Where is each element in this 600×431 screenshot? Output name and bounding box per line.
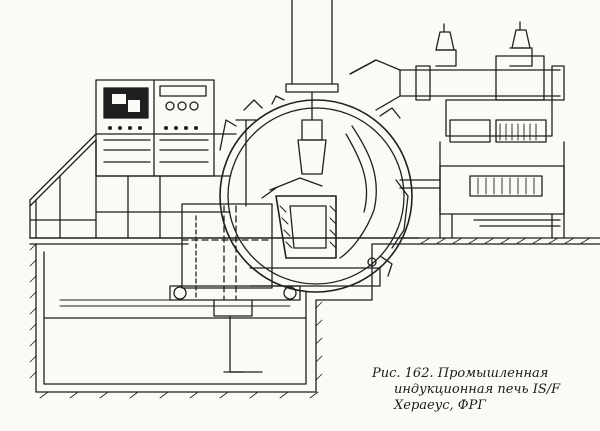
crucible [261,177,337,259]
caption-line-1: Рис. 162. Промышленная [372,366,549,381]
vacuum-pump-unit [399,21,565,239]
exhaust-stack [285,0,401,175]
caption-line-3: Хераеус, ФРГ [394,398,486,413]
caption-line-2: индукционная печь IS/F [394,382,561,397]
tilting-mechanism [169,119,301,373]
control-cabinet [95,79,215,177]
foundation-pit [29,237,600,399]
figure-caption: Рис. 162. Промышленная индукционная печь… [372,366,596,414]
furnace-chamber [219,95,413,293]
